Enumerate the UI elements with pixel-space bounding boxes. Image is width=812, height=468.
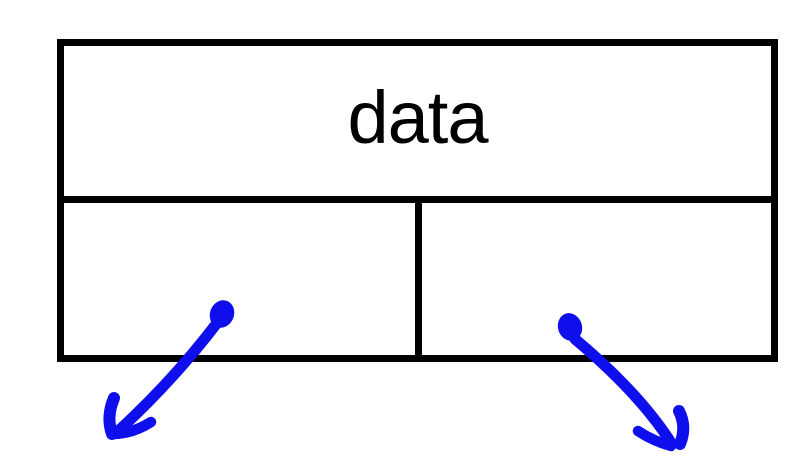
left-arrowhead-right-barb (107, 416, 157, 440)
data-label: data (347, 76, 488, 159)
left-pointer-cell (64, 203, 422, 355)
right-pointer-cell (422, 203, 771, 355)
left-arrowhead-upper-barb (103, 392, 120, 440)
data-cell: data (64, 46, 771, 203)
right-arrowhead-upper-barb (673, 405, 690, 450)
right-arrowhead-left-barb (632, 425, 677, 452)
node-box: data (57, 39, 778, 362)
pointer-row (64, 203, 771, 355)
